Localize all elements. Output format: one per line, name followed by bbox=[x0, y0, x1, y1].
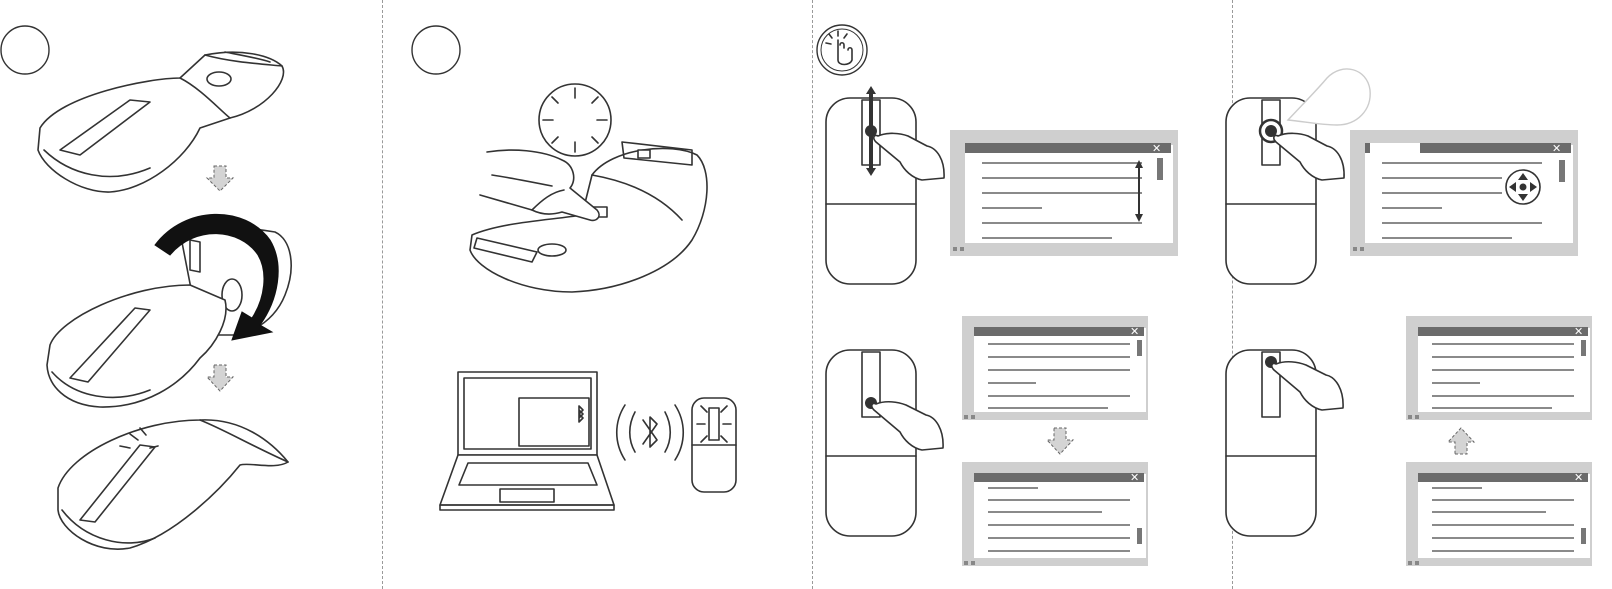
step-4-illustration: ✕ bbox=[1232, 0, 1612, 589]
browser-window-after: ✕ bbox=[962, 462, 1148, 566]
up-arrow-icon bbox=[1448, 428, 1474, 454]
close-icon: ✕ bbox=[1552, 142, 1561, 155]
mouse-scroll-down-gesture bbox=[826, 350, 943, 536]
flat-mouse-illustration bbox=[38, 52, 283, 192]
step-1-panel bbox=[0, 0, 392, 589]
clock-timer-icon bbox=[539, 84, 611, 156]
close-icon: ✕ bbox=[1130, 325, 1139, 338]
step-3-illustration: ✕ ✕ bbox=[812, 0, 1232, 589]
close-icon: ✕ bbox=[1152, 142, 1161, 155]
close-icon: ✕ bbox=[1574, 471, 1583, 484]
browser-window-after: ✕ bbox=[1406, 462, 1592, 566]
browser-window-scroll: ✕ bbox=[950, 130, 1178, 256]
mouse-underside-illustration bbox=[470, 142, 707, 292]
mouse-press-hold-gesture bbox=[1226, 69, 1370, 284]
step-3-panel: ✕ ✕ bbox=[812, 0, 1232, 589]
sensor-window bbox=[638, 150, 650, 158]
mouse-scroll-up-gesture bbox=[1226, 350, 1343, 536]
step-2-number-circle bbox=[412, 26, 460, 74]
callout-bubble bbox=[1288, 69, 1370, 125]
step-2-panel bbox=[392, 0, 812, 589]
panel-divider bbox=[382, 0, 383, 589]
logo-badge bbox=[538, 244, 566, 256]
mouse-scroll-gesture bbox=[826, 86, 944, 284]
bluetooth-signal-icon bbox=[617, 405, 684, 460]
close-icon: ✕ bbox=[1130, 471, 1139, 484]
browser-window-before: ✕ bbox=[1406, 316, 1592, 420]
small-mouse-illustration bbox=[692, 398, 736, 492]
arched-mouse-illustration bbox=[58, 420, 288, 549]
laptop-illustration bbox=[440, 372, 614, 510]
down-arrow-icon bbox=[207, 166, 233, 191]
step-2-illustration bbox=[392, 0, 812, 589]
close-icon: ✕ bbox=[1574, 325, 1583, 338]
step-4-panel: ✕ bbox=[1232, 0, 1612, 589]
browser-window-before: ✕ bbox=[962, 316, 1148, 420]
down-arrow-icon bbox=[1047, 428, 1073, 454]
step-1-illustration bbox=[0, 0, 392, 589]
bending-mouse-illustration bbox=[47, 214, 291, 407]
logo-badge bbox=[207, 72, 231, 86]
down-arrow-icon bbox=[207, 365, 233, 391]
step-1-number-circle bbox=[1, 26, 49, 74]
browser-window-pan: ✕ bbox=[1350, 130, 1578, 256]
four-way-pan-icon bbox=[1506, 170, 1540, 204]
touch-gesture-icon bbox=[817, 25, 867, 75]
